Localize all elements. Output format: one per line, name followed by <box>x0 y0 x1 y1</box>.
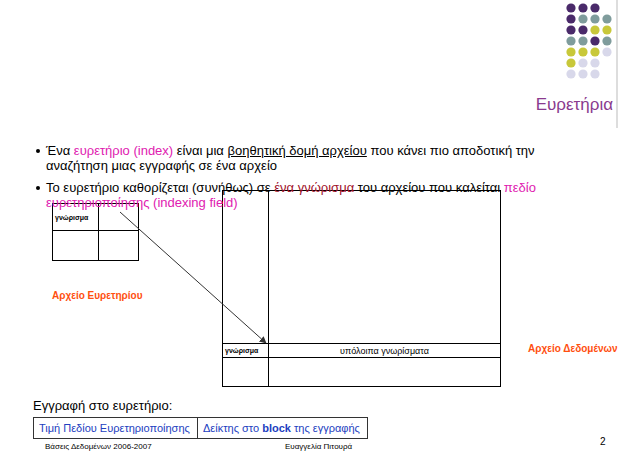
node-text: Δείκτης στο <box>203 422 259 434</box>
attribute-cell: γνώρισμα <box>53 204 98 230</box>
decor-dot <box>602 25 611 34</box>
footer-text: Ευαγγελία Πιτουρά <box>285 442 352 451</box>
page-number: 2 <box>600 436 606 447</box>
text-run: βοηθητική δομή αρχείου <box>228 143 367 158</box>
node-text: γνώρισμα <box>55 214 88 221</box>
text-run: ευρετήριο (index) <box>74 143 173 158</box>
dot-grid <box>566 3 611 78</box>
text-run: Το ευρετήριο καθορίζεται (συνήθως) σε <box>46 180 271 195</box>
bullet <box>36 149 40 153</box>
decor-dot <box>566 36 575 45</box>
text-run: Ένα <box>46 143 70 158</box>
decor-dot <box>602 47 611 56</box>
decor-dot <box>566 14 575 23</box>
decor-dot <box>578 36 587 45</box>
decor-dot <box>590 58 599 67</box>
decor-dot <box>578 47 587 56</box>
index-file-table <box>53 204 139 261</box>
decor-dot <box>590 47 599 56</box>
decor-dot <box>578 3 587 12</box>
decor-dot <box>590 3 599 12</box>
footer-text: Βάσεις Δεδομένων 2006-2007 <box>45 442 152 451</box>
decor-dot <box>578 58 587 67</box>
text-run: ένα γνώρισμα <box>274 180 354 195</box>
decor-dot <box>566 47 575 56</box>
attributes-cell: υπόλοιπα γνωρίσματα <box>269 344 500 357</box>
text-run: είναι μια <box>177 143 224 158</box>
record-field-box: Τιμή Πεδίου Ευρετηριοποίησης <box>33 417 198 439</box>
node-text: της εγγραφής <box>294 422 360 434</box>
decor-dot <box>566 3 575 12</box>
decor-dot <box>590 36 599 45</box>
node-text: υπόλοιπα γνωρίσματα <box>340 346 429 356</box>
decor-dot <box>566 69 575 78</box>
text-run: του αρχείου που καλείται <box>358 180 500 195</box>
decor-dot <box>590 14 599 23</box>
file-label: Αρχείο Δεδομένων <box>528 343 618 354</box>
decor-dot <box>566 25 575 34</box>
bullet-text: Το ευρετήριο καθορίζεται (συνήθως) σε έν… <box>46 180 596 210</box>
decor-dot <box>590 69 599 78</box>
node-text: Τιμή Πεδίου Ευρετηριοποίησης <box>39 422 190 434</box>
decor-dot <box>578 69 587 78</box>
decor-dot <box>578 25 587 34</box>
data-file-table <box>223 191 501 387</box>
decor-dot <box>602 36 611 45</box>
file-label: Αρχείο Ευρετηρίου <box>52 290 142 301</box>
bullet <box>36 186 40 190</box>
slide-title: Ευρετήρια <box>536 95 613 115</box>
decor-dot <box>602 14 611 23</box>
attribute-cell: γνώρισμα <box>223 344 268 357</box>
record-field-box: Δείκτης στο block της εγγραφής <box>197 417 368 439</box>
section-label: Εγγραφή στο ευρετήριο: <box>33 398 172 413</box>
divider-line <box>617 0 618 128</box>
decor-dot <box>566 58 575 67</box>
pointer-arrow <box>120 212 266 343</box>
decor-dot <box>590 25 599 34</box>
bullet-text: Ένα ευρετήριο (index) είναι μια βοηθητικ… <box>46 143 596 173</box>
decor-dot <box>578 14 587 23</box>
node-text: γνώρισμα <box>225 347 258 354</box>
node-text: block <box>262 422 291 434</box>
